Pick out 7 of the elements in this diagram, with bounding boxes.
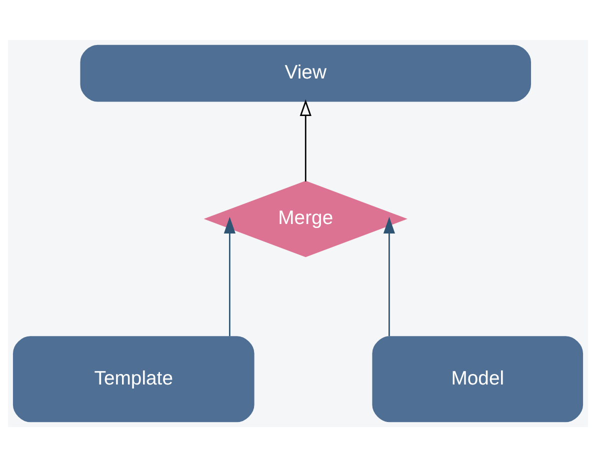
node-diamond: Merge: [204, 180, 408, 257]
node-box: Template: [12, 336, 254, 422]
node-box: Model: [372, 336, 584, 422]
arrow: [383, 216, 396, 336]
arrow: [224, 216, 236, 336]
node-box: View: [80, 44, 532, 102]
arrow: [300, 98, 312, 181]
